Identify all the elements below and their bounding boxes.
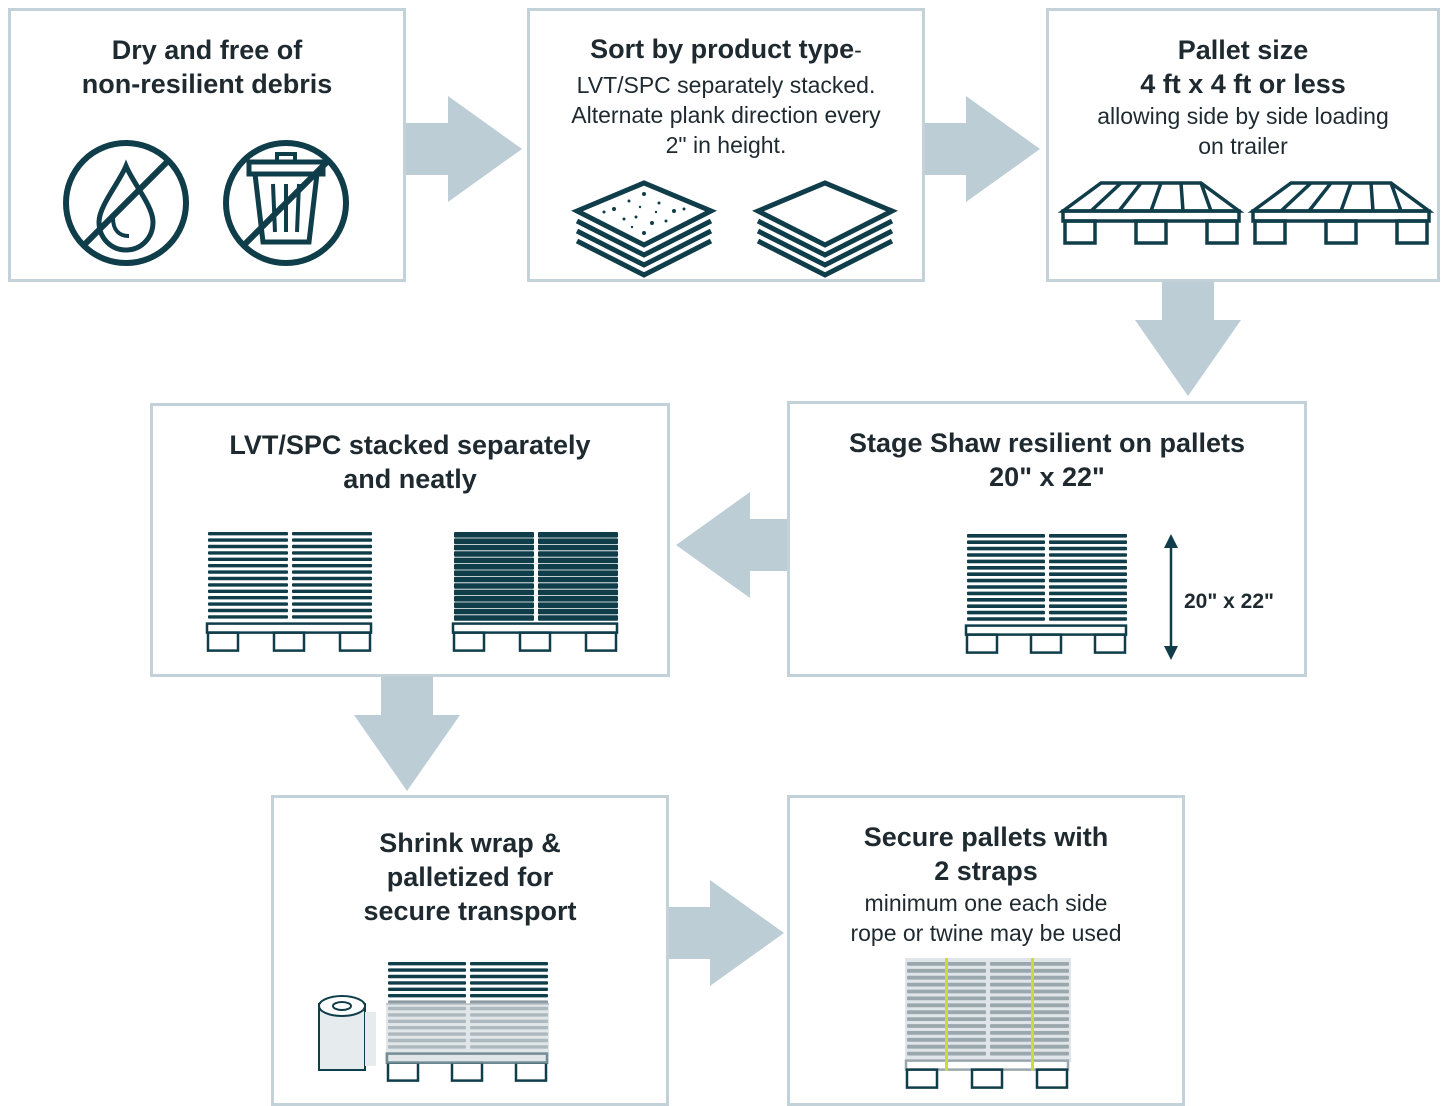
step-secure-line2: rope or twine may be used <box>850 920 1122 946</box>
step-sort-box: Sort by product type- LVT/SPC separately… <box>527 8 925 282</box>
step-stage-box: Stage Shaw resilient on pallets 20" x 22… <box>787 401 1307 677</box>
step-shrink-box: Shrink wrap & palletized for secure tran… <box>271 795 669 1106</box>
step-stacked-box: LVT/SPC stacked separately and neatly <box>150 403 670 677</box>
stacked-pallet-icon <box>964 534 1128 654</box>
step-sort-line1: LVT/SPC separately stacked. <box>576 72 876 98</box>
step-dry-title-line1: Dry and free of <box>111 35 303 65</box>
spc-stack-icon <box>752 180 898 278</box>
wrapped-pallet-icon <box>385 962 549 1082</box>
step-pallet-line1: allowing side by side loading <box>1097 103 1389 129</box>
step-stacked-title-line1: LVT/SPC stacked separately <box>229 430 591 460</box>
step-sort-line3: 2" in height. <box>665 132 787 158</box>
dimension-label: 20" x 22" <box>1184 590 1274 613</box>
step-pallet-title-line2: 4 ft x 4 ft or less <box>1140 69 1346 99</box>
step-pallet-box: Pallet size 4 ft x 4 ft or less allowing… <box>1046 8 1440 282</box>
arrow-right-3 <box>668 880 784 986</box>
arrow-left-1 <box>676 492 788 598</box>
step-sort-line2: Alternate plank direction every <box>571 102 881 128</box>
step-shrink-title-line3: secure transport <box>363 896 577 926</box>
step-stacked-title-line2: and neatly <box>343 464 477 494</box>
pallet-icon <box>1057 181 1245 245</box>
lvt-pallet-icon <box>205 532 373 652</box>
no-water-icon <box>63 140 189 266</box>
step-shrink-title-line2: palletized for <box>386 862 554 892</box>
step-dry-title-line2: non-resilient debris <box>81 69 333 99</box>
height-arrow-icon <box>1164 534 1178 660</box>
spc-pallet-icon <box>451 532 619 652</box>
step-pallet-title-line1: Pallet size <box>1177 35 1309 65</box>
step-sort-title: Sort by product type <box>590 34 855 64</box>
step-secure-title-line1: Secure pallets with <box>863 822 1109 852</box>
step-stage-title-line2: 20" x 22" <box>989 462 1105 492</box>
arrow-right-1 <box>404 96 522 202</box>
step-sort-title-suffix: - <box>854 37 862 63</box>
step-secure-box: Secure pallets with 2 straps minimum one… <box>787 795 1185 1106</box>
step-shrink-title-line1: Shrink wrap & <box>379 828 561 858</box>
step-stage-title-line1: Stage Shaw resilient on pallets <box>848 428 1246 458</box>
no-trash-icon <box>223 140 349 266</box>
strapped-pallet-icon <box>904 958 1071 1089</box>
step-secure-title-line2: 2 straps <box>934 856 1038 886</box>
arrow-right-2 <box>922 96 1040 202</box>
arrow-down-2 <box>354 677 460 791</box>
arrow-down-1 <box>1135 282 1241 396</box>
step-pallet-line2: on trailer <box>1198 133 1288 159</box>
lvt-stack-icon <box>571 180 717 278</box>
step-dry-box: Dry and free of non-resilient debris <box>8 8 406 282</box>
shrink-wrap-roll-icon <box>318 995 376 1071</box>
step-secure-line1: minimum one each side <box>864 890 1108 916</box>
pallet-icon <box>1247 181 1435 245</box>
